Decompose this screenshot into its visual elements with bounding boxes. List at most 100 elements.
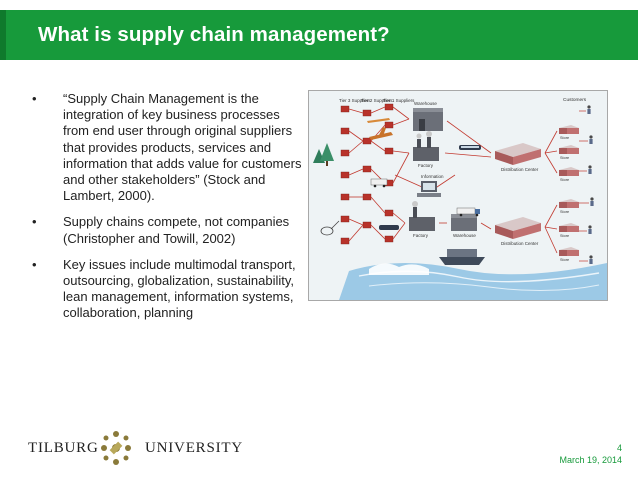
bullet-item: • Key issues include multimodal transpor… [32, 257, 304, 322]
flow-arrow [392, 118, 410, 126]
train-icon [459, 145, 481, 150]
store-icon [559, 250, 567, 256]
flow-arrow [446, 120, 492, 154]
supplier-box [384, 121, 394, 129]
supplier-box [384, 103, 394, 111]
supplier-box [362, 193, 372, 201]
diagram-background [309, 91, 607, 300]
bullet-marker: • [32, 256, 37, 272]
flow-arrow [392, 212, 406, 224]
bullet-marker: • [32, 214, 37, 230]
supplier-box [362, 221, 372, 229]
supplier-box [340, 237, 350, 245]
bullet-text: Supply chains compete, not companies (Ch… [63, 214, 290, 246]
flow-arrow [392, 152, 410, 184]
supplier-box [340, 105, 350, 113]
supplier-box [340, 171, 350, 179]
customer-head [588, 225, 592, 229]
customer-head [590, 197, 594, 201]
store-side [567, 170, 579, 176]
supplier-box [384, 209, 394, 217]
flow-arrow [370, 140, 386, 152]
customer-head [588, 165, 592, 169]
flow-arrow [544, 130, 558, 154]
customer-body [589, 259, 593, 264]
tree-icon [313, 143, 334, 166]
dc-bottom-label: Distribution Center [501, 241, 539, 246]
supplier-box [340, 127, 350, 135]
flow-arrow [392, 150, 410, 154]
factory-top-icon [413, 131, 439, 161]
bullet-item: • “Supply Chain Management is the integr… [32, 91, 304, 204]
factory-bottom-label: Factory [413, 233, 429, 238]
supplier-box [340, 215, 350, 223]
title-bar: What is supply chain management? [0, 10, 638, 60]
customer-body [588, 229, 592, 234]
store-side [567, 250, 579, 256]
supplier-box [362, 137, 372, 145]
information-label: Information [421, 174, 444, 179]
bullet-list: • “Supply Chain Management is the integr… [32, 91, 304, 332]
bullet-text: “Supply Chain Management is the integrat… [63, 91, 302, 204]
flow-arrow [544, 204, 558, 228]
flow-arrow [480, 222, 492, 230]
tier-label: Tier 1 Suppliers [383, 98, 415, 103]
customer-head [589, 135, 593, 139]
distribution-center-top-icon [495, 143, 541, 165]
store-side [567, 128, 579, 134]
flow-arrow [348, 224, 364, 242]
university-logo: TILBURG UNIVERSITY [28, 428, 242, 468]
dc-top-label: Distribution Center [501, 167, 539, 172]
supplier-box [384, 235, 394, 243]
computer-icon [417, 181, 441, 197]
store-icon [559, 226, 567, 232]
store-icon [559, 202, 567, 208]
ice-shape [369, 263, 429, 275]
supplier-box [362, 109, 372, 117]
hand-icon [320, 220, 340, 236]
warehouse-top-label: Warehouse [414, 101, 437, 106]
airplane-icon [369, 127, 393, 140]
slide-title: What is supply chain management? [38, 23, 390, 46]
store-label: Store [560, 136, 569, 140]
supply-chain-diagram: Tier 3 Suppliers Tier 2 Suppliers Tier 1… [308, 90, 608, 301]
store-side [567, 202, 579, 208]
supplier-box [340, 149, 350, 157]
airplane-icon [367, 118, 390, 123]
supplier-box [340, 193, 350, 201]
customer-body [589, 139, 593, 144]
tier-label: Tier 2 Suppliers [361, 98, 393, 103]
warehouse-bottom-icon [451, 214, 477, 231]
customers-label: Customers [563, 97, 587, 103]
flow-arrow [544, 150, 558, 154]
distribution-center-bottom-icon [495, 217, 541, 239]
logo-text-right: UNIVERSITY [145, 440, 243, 456]
flow-arrow [544, 226, 558, 254]
tier-label: Tier 3 Suppliers [339, 98, 371, 103]
factory-top-label: Factory [418, 163, 434, 168]
ship-icon [439, 249, 485, 265]
flow-arrow [348, 108, 364, 114]
store-icon [559, 148, 567, 154]
train-icon [379, 225, 399, 230]
customer-head [589, 255, 593, 259]
store-label: Store [560, 258, 569, 262]
flow-arrow [348, 218, 364, 226]
truck-icon [370, 178, 388, 188]
flow-arrow [392, 106, 410, 120]
supplier-box [362, 165, 372, 173]
water-wave [368, 282, 600, 292]
flow-arrow [370, 224, 386, 240]
customer-icons [579, 105, 594, 264]
truck-icon [456, 207, 480, 217]
bullet-item: • Supply chains compete, not companies (… [32, 214, 304, 246]
factory-bottom-icon [409, 201, 435, 231]
flow-arrow [392, 222, 406, 240]
bullet-marker: • [32, 91, 37, 106]
bullet-text: Key issues include multimodal transport,… [63, 256, 296, 321]
flow-arrow [544, 226, 558, 230]
flow-arrow [348, 130, 364, 142]
store-icon [559, 170, 567, 176]
store-side [567, 226, 579, 232]
